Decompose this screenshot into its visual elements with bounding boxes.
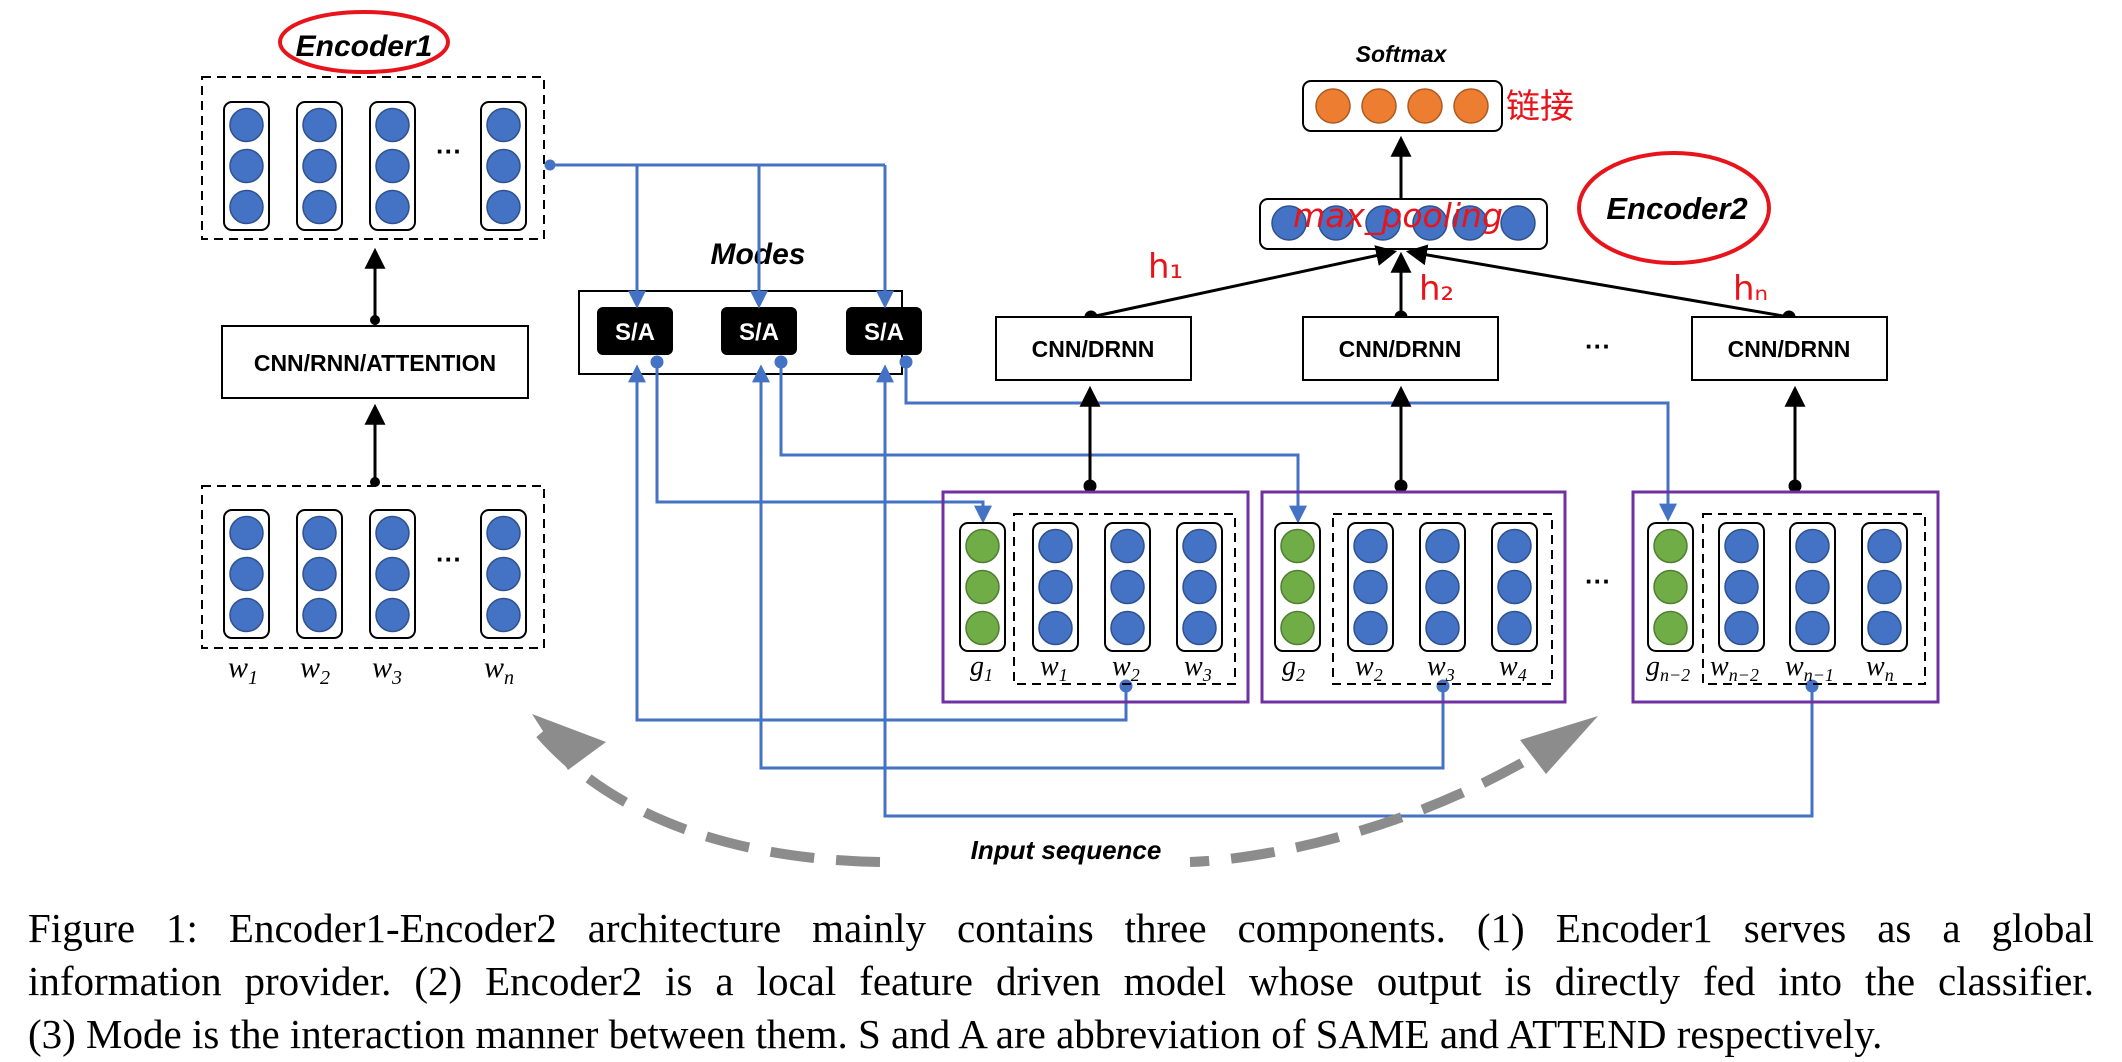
svg-text:wn−2: wn−2 xyxy=(1710,651,1759,685)
encoder1-input-vectors xyxy=(223,509,527,639)
svg-text:g2: g2 xyxy=(1282,651,1305,685)
caption-line-2: information provider. (2) Encoder2 is a … xyxy=(28,958,2094,1004)
encoder1-title-circle xyxy=(278,10,450,74)
svg-text:wn−1: wn−1 xyxy=(1785,651,1834,685)
input-sequence-arrow xyxy=(531,723,1581,867)
max-pooling-annotation: max_pooling xyxy=(1293,196,1503,235)
encoder1-input-box xyxy=(201,485,545,649)
softmax-note-annotation: 链接 xyxy=(1506,87,1574,127)
svg-text:S/A: S/A xyxy=(864,319,904,346)
encoder1-title: Encoder1 xyxy=(296,30,433,63)
input-sequence: Input sequence xyxy=(531,714,1598,867)
cnn-drnn-2: CNN/DRNN xyxy=(1302,316,1499,381)
svg-text:wn: wn xyxy=(484,651,514,689)
svg-text:gn−2: gn−2 xyxy=(1646,651,1690,685)
input-block-1: g1 w1 w2 w3 xyxy=(941,490,1250,704)
hn-annotation: hₙ xyxy=(1733,269,1768,309)
cnn-drnn-1: CNN/DRNN xyxy=(995,316,1192,381)
encoder1-output-box xyxy=(201,76,545,240)
encoder1: Encoder1 ··· CNN/RNN/ATTENTION xyxy=(201,10,545,689)
sa-block-3: S/A xyxy=(846,307,922,355)
input-sequence-right-arrowhead xyxy=(1520,716,1598,774)
softmax-label: Softmax xyxy=(1356,41,1448,67)
svg-text:CNN/DRNN: CNN/DRNN xyxy=(1728,336,1851,362)
h2-annotation: h₂ xyxy=(1419,269,1454,309)
block-dots: ··· xyxy=(1585,566,1611,596)
svg-text:w3: w3 xyxy=(1427,651,1455,685)
input-block-n: gn−2 wn−2 wn−1 wn xyxy=(1631,490,1940,704)
input-block-2: g2 w2 w3 w4 xyxy=(1260,490,1567,704)
svg-text:w3: w3 xyxy=(372,651,402,689)
svg-text:w1: w1 xyxy=(228,651,258,689)
svg-text:w1: w1 xyxy=(1040,651,1068,685)
svg-text:wn: wn xyxy=(1866,651,1894,685)
modes: Modes S/A S/A S/A xyxy=(578,238,922,375)
h1-annotation: h₁ xyxy=(1148,247,1183,287)
encoder1-input-dots: ··· xyxy=(436,544,462,574)
block-to-cnn-arrows xyxy=(1079,385,1806,493)
encoder2-title-circle xyxy=(1577,151,1771,265)
svg-text:w4: w4 xyxy=(1499,651,1527,685)
svg-text:S/A: S/A xyxy=(739,319,779,346)
encoder2: Softmax Encoder2 xyxy=(941,41,1940,704)
encoder1-input-labels: w1 w2 w3 wn xyxy=(228,651,514,689)
svg-text:CNN/DRNN: CNN/DRNN xyxy=(1339,336,1462,362)
softmax-nodes xyxy=(1315,88,1489,124)
svg-text:CNN/DRNN: CNN/DRNN xyxy=(1032,336,1155,362)
caption-line-1: Figure 1: Encoder1-Encoder2 architecture… xyxy=(28,905,2094,951)
svg-text:w3: w3 xyxy=(1184,651,1212,685)
encoder1-output-vectors xyxy=(223,101,527,231)
svg-text:w2: w2 xyxy=(1112,651,1140,685)
sa-block-1: S/A xyxy=(597,307,673,355)
encoder2-title: Encoder2 xyxy=(1606,191,1747,226)
cnn-dots: ··· xyxy=(1585,331,1611,361)
cnn-to-pool-arrows xyxy=(1084,244,1796,324)
svg-text:g1: g1 xyxy=(970,651,993,685)
svg-text:w2: w2 xyxy=(300,651,330,689)
input-sequence-label: Input sequence xyxy=(971,835,1162,865)
sa-block-2: S/A xyxy=(721,307,797,355)
softmax-box xyxy=(1302,80,1503,132)
caption-line-3: (3) Mode is the interaction manner betwe… xyxy=(28,1011,1883,1057)
cnn-drnn-3: CNN/DRNN xyxy=(1691,316,1888,381)
encoder1-module-label: CNN/RNN/ATTENTION xyxy=(254,350,496,376)
svg-text:w2: w2 xyxy=(1355,651,1383,685)
mode-connectors xyxy=(544,159,1819,818)
encoder1-output-dots: ··· xyxy=(436,136,462,166)
handwritten-annotations: max_pooling 链接 h₁ h₂ hₙ xyxy=(1148,87,1768,309)
svg-text:S/A: S/A xyxy=(615,319,655,346)
input-sequence-left-arrowhead xyxy=(532,714,606,770)
maxpool-nodes xyxy=(1271,205,1536,241)
figure-caption: Figure 1: Encoder1-Encoder2 architecture… xyxy=(28,902,2094,1061)
